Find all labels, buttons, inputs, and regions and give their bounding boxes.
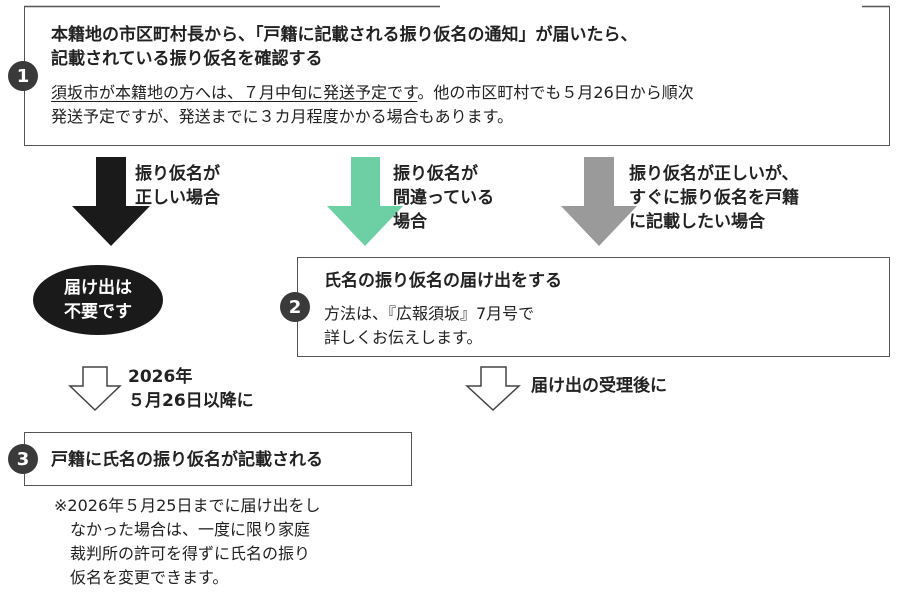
no-filing-ellipse <box>33 265 163 335</box>
outline-arrow-right <box>465 366 521 412</box>
branch-label-wrong: 振り仮名が 間違っている 場合 <box>393 164 495 232</box>
outline-arrow-left <box>68 366 122 412</box>
step3-badge: 3 <box>8 444 38 474</box>
no-filing-text: 届け出は 不要です <box>64 278 132 322</box>
step1-title-line2: 記載されている振り仮名を確認する <box>51 49 323 69</box>
step1-top-border <box>24 5 890 8</box>
step2-badge: 2 <box>280 292 310 322</box>
step1-box <box>24 6 890 146</box>
step1-note-rest: 。他の市区町村でも５月26日から順次 <box>417 83 694 102</box>
step1-title-line1: 本籍地の市区町村長から、「戸籍に記載される振り仮名の通知」が届いたら、 <box>51 25 638 45</box>
step2-title: 氏名の振り仮名の届け出をする <box>324 271 562 291</box>
branch-label-correct: 振り仮名が 正しい場合 <box>135 164 220 208</box>
step1-badge: 1 <box>8 61 38 91</box>
branch-label-register: 振り仮名が正しいが、 すぐに振り仮名を戸籍 に記載したい場合 <box>629 164 799 232</box>
step3-box <box>24 432 412 486</box>
footnote: ※2026年５月25日までに届け出をし なかった場合は、一度に限り家庭 裁判所の… <box>54 496 321 587</box>
after-left-label: 2026年 ５月26日以降に <box>128 367 254 411</box>
after-right-label: 届け出の受理後に <box>531 376 667 396</box>
branch-arrow-correct <box>72 157 150 246</box>
step2-box <box>297 257 890 357</box>
step3-title: 戸籍に氏名の振り仮名が記載される <box>51 450 323 470</box>
step1-note-underlined: 須坂市が本籍地の方へは、７月中旬に発送予定です <box>51 83 418 102</box>
step1-note-line2: 発送予定ですが、発送までに３カ月程度かかる場合もあります。 <box>51 107 514 126</box>
branch-arrow-register <box>561 157 637 246</box>
step1-note-line1: 須坂市が本籍地の方へは、７月中旬に発送予定です。他の市区町村でも５月26日から順… <box>51 81 694 105</box>
branch-arrow-wrong <box>327 157 403 246</box>
step2-desc: 方法は、『広報須坂』7月号で 詳しくお伝えします。 <box>324 304 535 347</box>
